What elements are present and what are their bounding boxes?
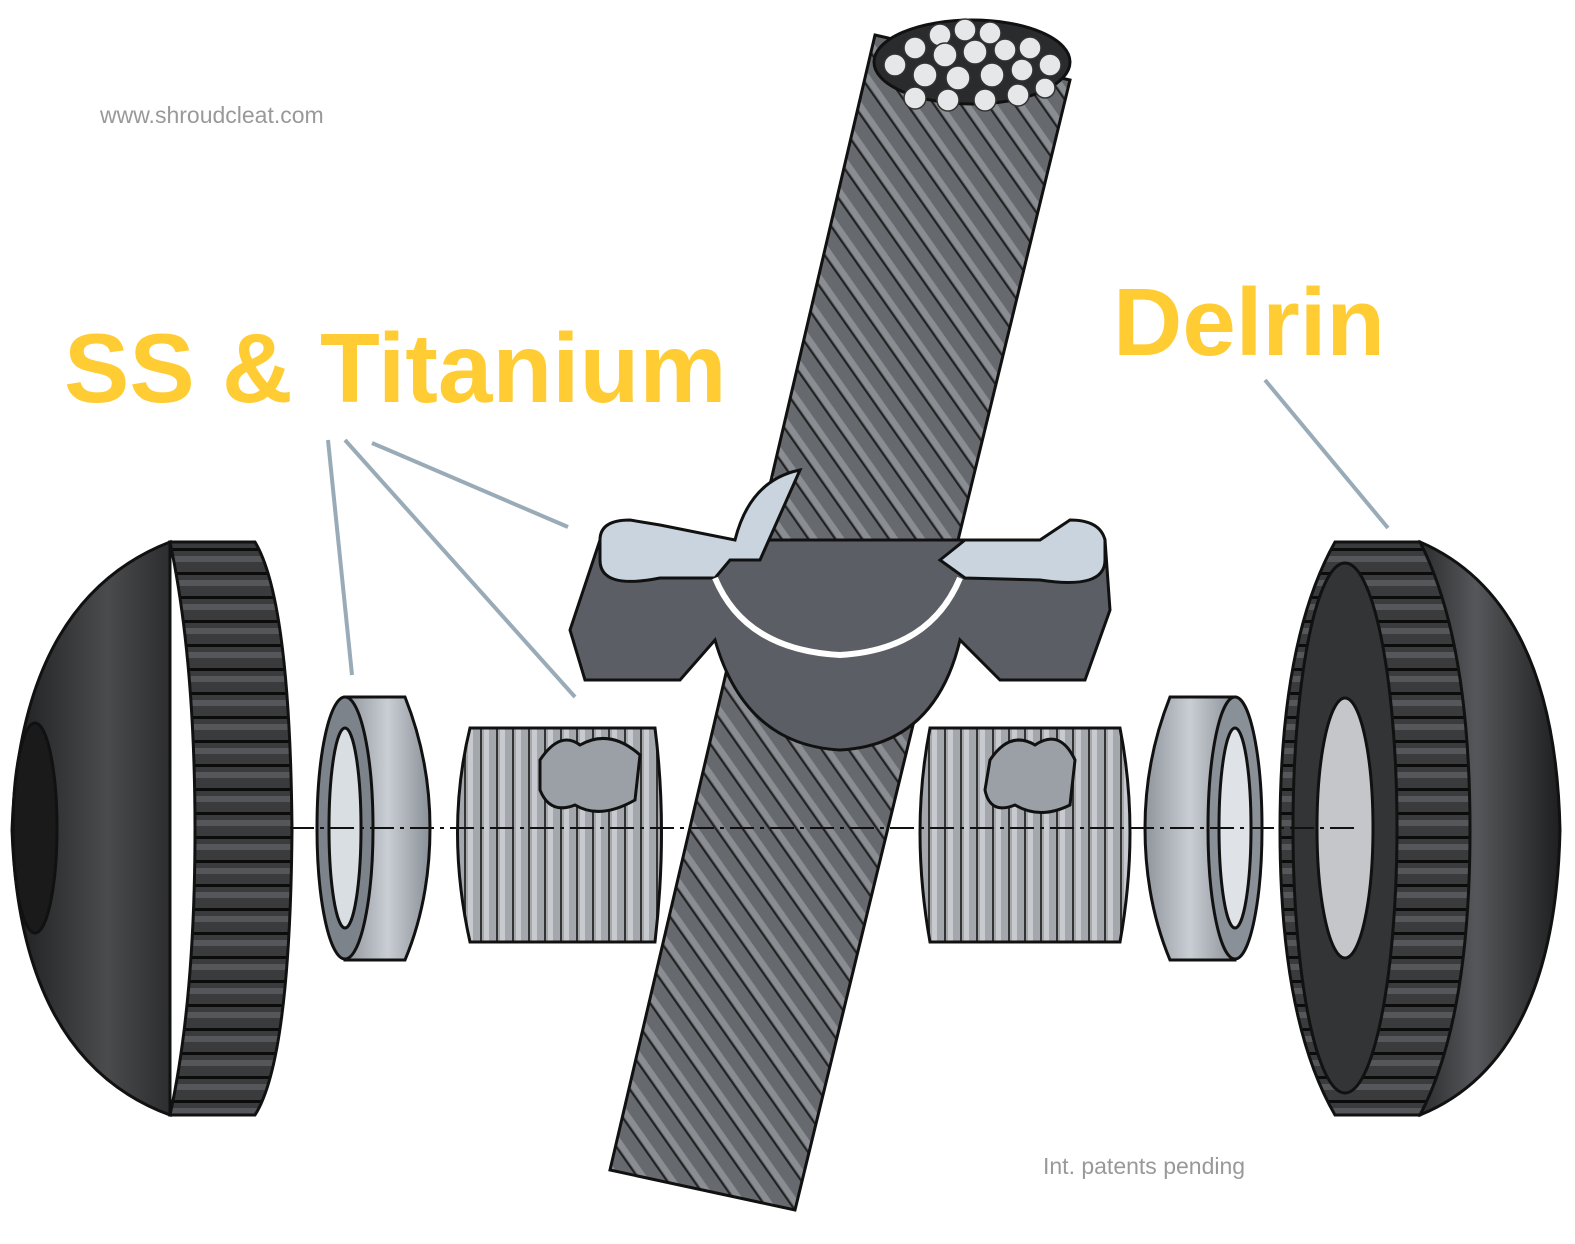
leader-lines bbox=[326, 378, 1390, 699]
left-delrin-knob bbox=[10, 539, 294, 1118]
leader-line-knob bbox=[1263, 378, 1390, 530]
cleat-body bbox=[568, 467, 1112, 752]
patents-note: Int. patents pending bbox=[1043, 1153, 1245, 1179]
left-threaded-insert bbox=[456, 726, 663, 944]
leader-line-washer bbox=[326, 439, 354, 676]
leader-line-cleat bbox=[371, 441, 569, 529]
label-delrin: Delrin bbox=[1113, 269, 1385, 376]
website-caption: www.shroudcleat.com bbox=[99, 102, 324, 128]
cable-end-strands bbox=[872, 18, 1072, 112]
label-ss-titanium: SS & Titanium bbox=[64, 313, 727, 423]
right-delrin-knob bbox=[1278, 539, 1562, 1118]
right-threaded-insert bbox=[918, 726, 1132, 944]
leader-line-thread bbox=[343, 438, 577, 699]
